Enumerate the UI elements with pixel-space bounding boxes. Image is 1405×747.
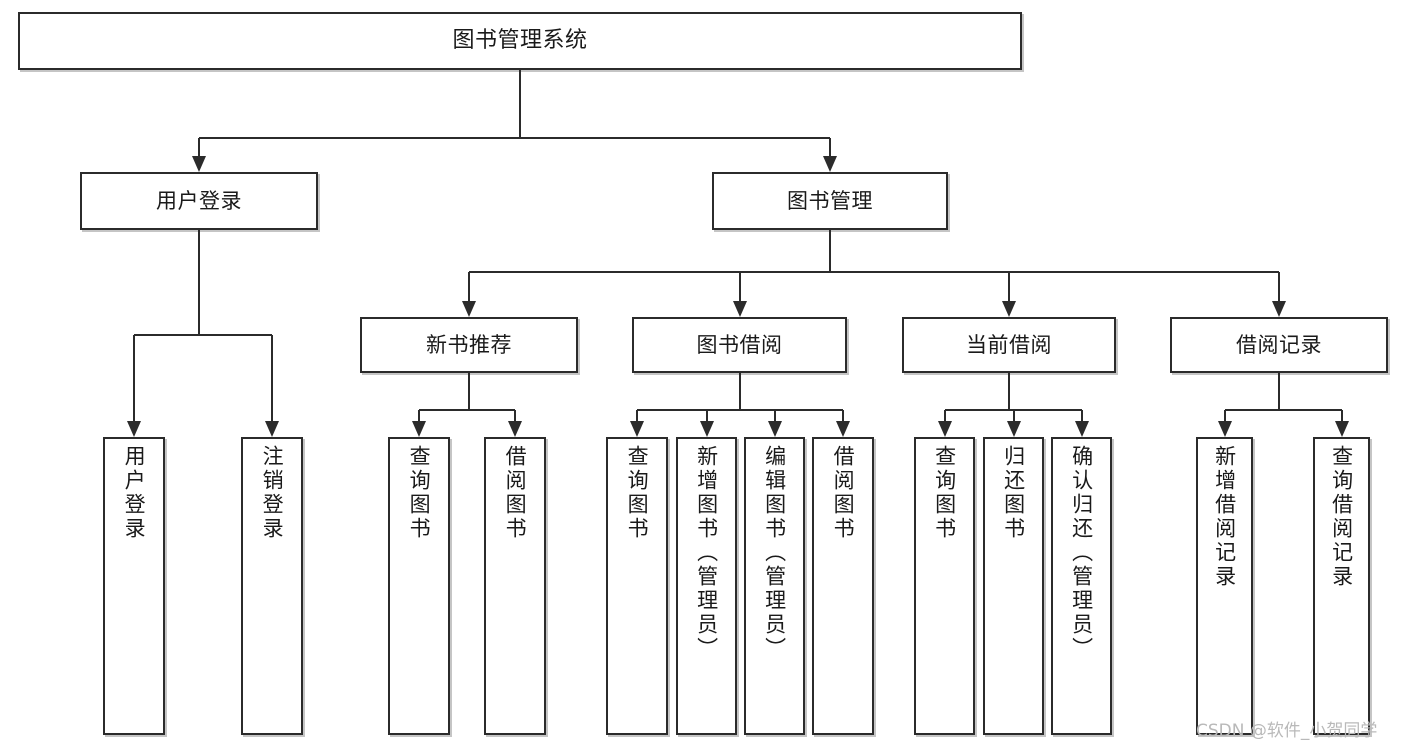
connector-branch: [829, 138, 831, 156]
node-label: 图书管理系统: [452, 28, 588, 54]
node-label: 用户登录: [156, 188, 242, 213]
node-label: 新增图书（管理员）: [694, 445, 719, 661]
arrowhead-icon: [836, 421, 850, 437]
node-leaf-return-book[interactable]: 归还图书: [983, 437, 1044, 735]
connector-branch: [1080, 410, 1083, 421]
connector-branch: [271, 335, 273, 421]
node-user-login[interactable]: 用户登录: [80, 172, 318, 230]
node-leaf-borrow-book-2[interactable]: 借阅图书: [812, 437, 874, 735]
node-label: 查询图书: [932, 445, 957, 541]
connector-bus: [637, 409, 843, 411]
arrowhead-icon: [1002, 301, 1016, 317]
node-label: 图书管理: [787, 188, 873, 213]
connector-trunk: [1278, 373, 1280, 410]
connector-trunk: [198, 230, 200, 335]
connector-trunk: [738, 373, 741, 410]
connector-trunk: [519, 70, 521, 138]
connector-trunk: [829, 230, 831, 272]
connector-branch: [418, 410, 420, 421]
arrowhead-icon: [127, 421, 141, 437]
connector-bus: [419, 409, 515, 411]
connector-branch: [1278, 272, 1280, 301]
node-label: 注销登录: [260, 445, 285, 541]
arrowhead-icon: [1334, 421, 1349, 437]
node-current-borrow[interactable]: 当前借阅: [902, 317, 1116, 373]
node-label: 借阅记录: [1236, 332, 1322, 357]
arrowhead-icon: [1006, 421, 1021, 437]
node-book-borrow[interactable]: 图书借阅: [632, 317, 847, 373]
arrowhead-icon: [265, 421, 279, 437]
node-label: 用户登录: [122, 445, 147, 541]
node-label: 图书借阅: [696, 332, 783, 357]
node-leaf-user-login[interactable]: 用户登录: [103, 437, 165, 735]
connector-branch: [1223, 410, 1226, 421]
connector-trunk: [468, 373, 470, 410]
connector-branch: [943, 410, 946, 421]
connector-branch: [514, 410, 516, 421]
arrowhead-icon: [1272, 301, 1286, 317]
connector-branch: [1012, 410, 1015, 421]
node-leaf-edit-book-admin[interactable]: 编辑图书（管理员）: [744, 437, 805, 735]
arrowhead-icon: [1217, 421, 1232, 437]
arrowhead-icon: [508, 421, 522, 437]
arrowhead-icon: [462, 301, 476, 317]
node-leaf-add-book-admin[interactable]: 新增图书（管理员）: [676, 437, 737, 735]
node-new-book-recommend[interactable]: 新书推荐: [360, 317, 578, 373]
node-label: 借阅图书: [831, 445, 856, 541]
node-borrow-record[interactable]: 借阅记录: [1170, 317, 1388, 373]
node-leaf-confirm-return[interactable]: 确认归还（管理员）: [1051, 437, 1112, 735]
connector-bus: [134, 334, 272, 336]
node-label: 借阅图书: [503, 445, 528, 541]
arrowhead-icon: [630, 421, 644, 437]
connector-branch: [133, 335, 135, 421]
connector-branch: [738, 272, 741, 301]
arrowhead-icon: [767, 421, 782, 437]
node-leaf-borrow-book-1[interactable]: 借阅图书: [484, 437, 546, 735]
node-book-management[interactable]: 图书管理: [712, 172, 948, 230]
connector-branch: [198, 138, 200, 156]
connector-branch: [1008, 272, 1010, 301]
node-label: 查询借阅记录: [1329, 445, 1354, 589]
node-label: 编辑图书（管理员）: [762, 445, 787, 661]
node-leaf-query-record[interactable]: 查询借阅记录: [1313, 437, 1370, 735]
connector-branch: [705, 410, 708, 421]
node-label: 当前借阅: [966, 332, 1052, 357]
connector-branch: [842, 410, 844, 421]
connector-bus: [199, 137, 830, 139]
node-leaf-query-book-1[interactable]: 查询图书: [388, 437, 450, 735]
connector-bus: [1224, 409, 1342, 411]
arrowhead-icon: [192, 156, 206, 172]
node-label: 查询图书: [407, 445, 432, 541]
connector-branch: [1340, 410, 1343, 421]
csdn-watermark: CSDN @软件_小贺同学: [1196, 721, 1378, 741]
arrowhead-icon: [699, 421, 714, 437]
arrowhead-icon: [732, 301, 747, 317]
arrowhead-icon: [1074, 421, 1089, 437]
node-label: 新增借阅记录: [1212, 445, 1237, 589]
node-leaf-query-book-3[interactable]: 查询图书: [914, 437, 975, 735]
connector-bus: [469, 271, 1279, 273]
arrowhead-icon: [412, 421, 426, 437]
node-leaf-query-book-2[interactable]: 查询图书: [606, 437, 668, 735]
arrowhead-icon: [937, 421, 952, 437]
connector-branch: [468, 272, 470, 301]
node-label: 归还图书: [1001, 445, 1026, 541]
connector-trunk: [1008, 373, 1010, 410]
node-leaf-add-record[interactable]: 新增借阅记录: [1196, 437, 1253, 735]
node-root-system[interactable]: 图书管理系统: [18, 12, 1022, 70]
connector-branch: [773, 410, 776, 421]
node-label: 查询图书: [625, 445, 650, 541]
node-leaf-user-logout[interactable]: 注销登录: [241, 437, 303, 735]
connector-branch: [636, 410, 638, 421]
node-label: 确认归还（管理员）: [1069, 445, 1094, 661]
arrowhead-icon: [823, 156, 837, 172]
node-label: 新书推荐: [426, 332, 512, 357]
